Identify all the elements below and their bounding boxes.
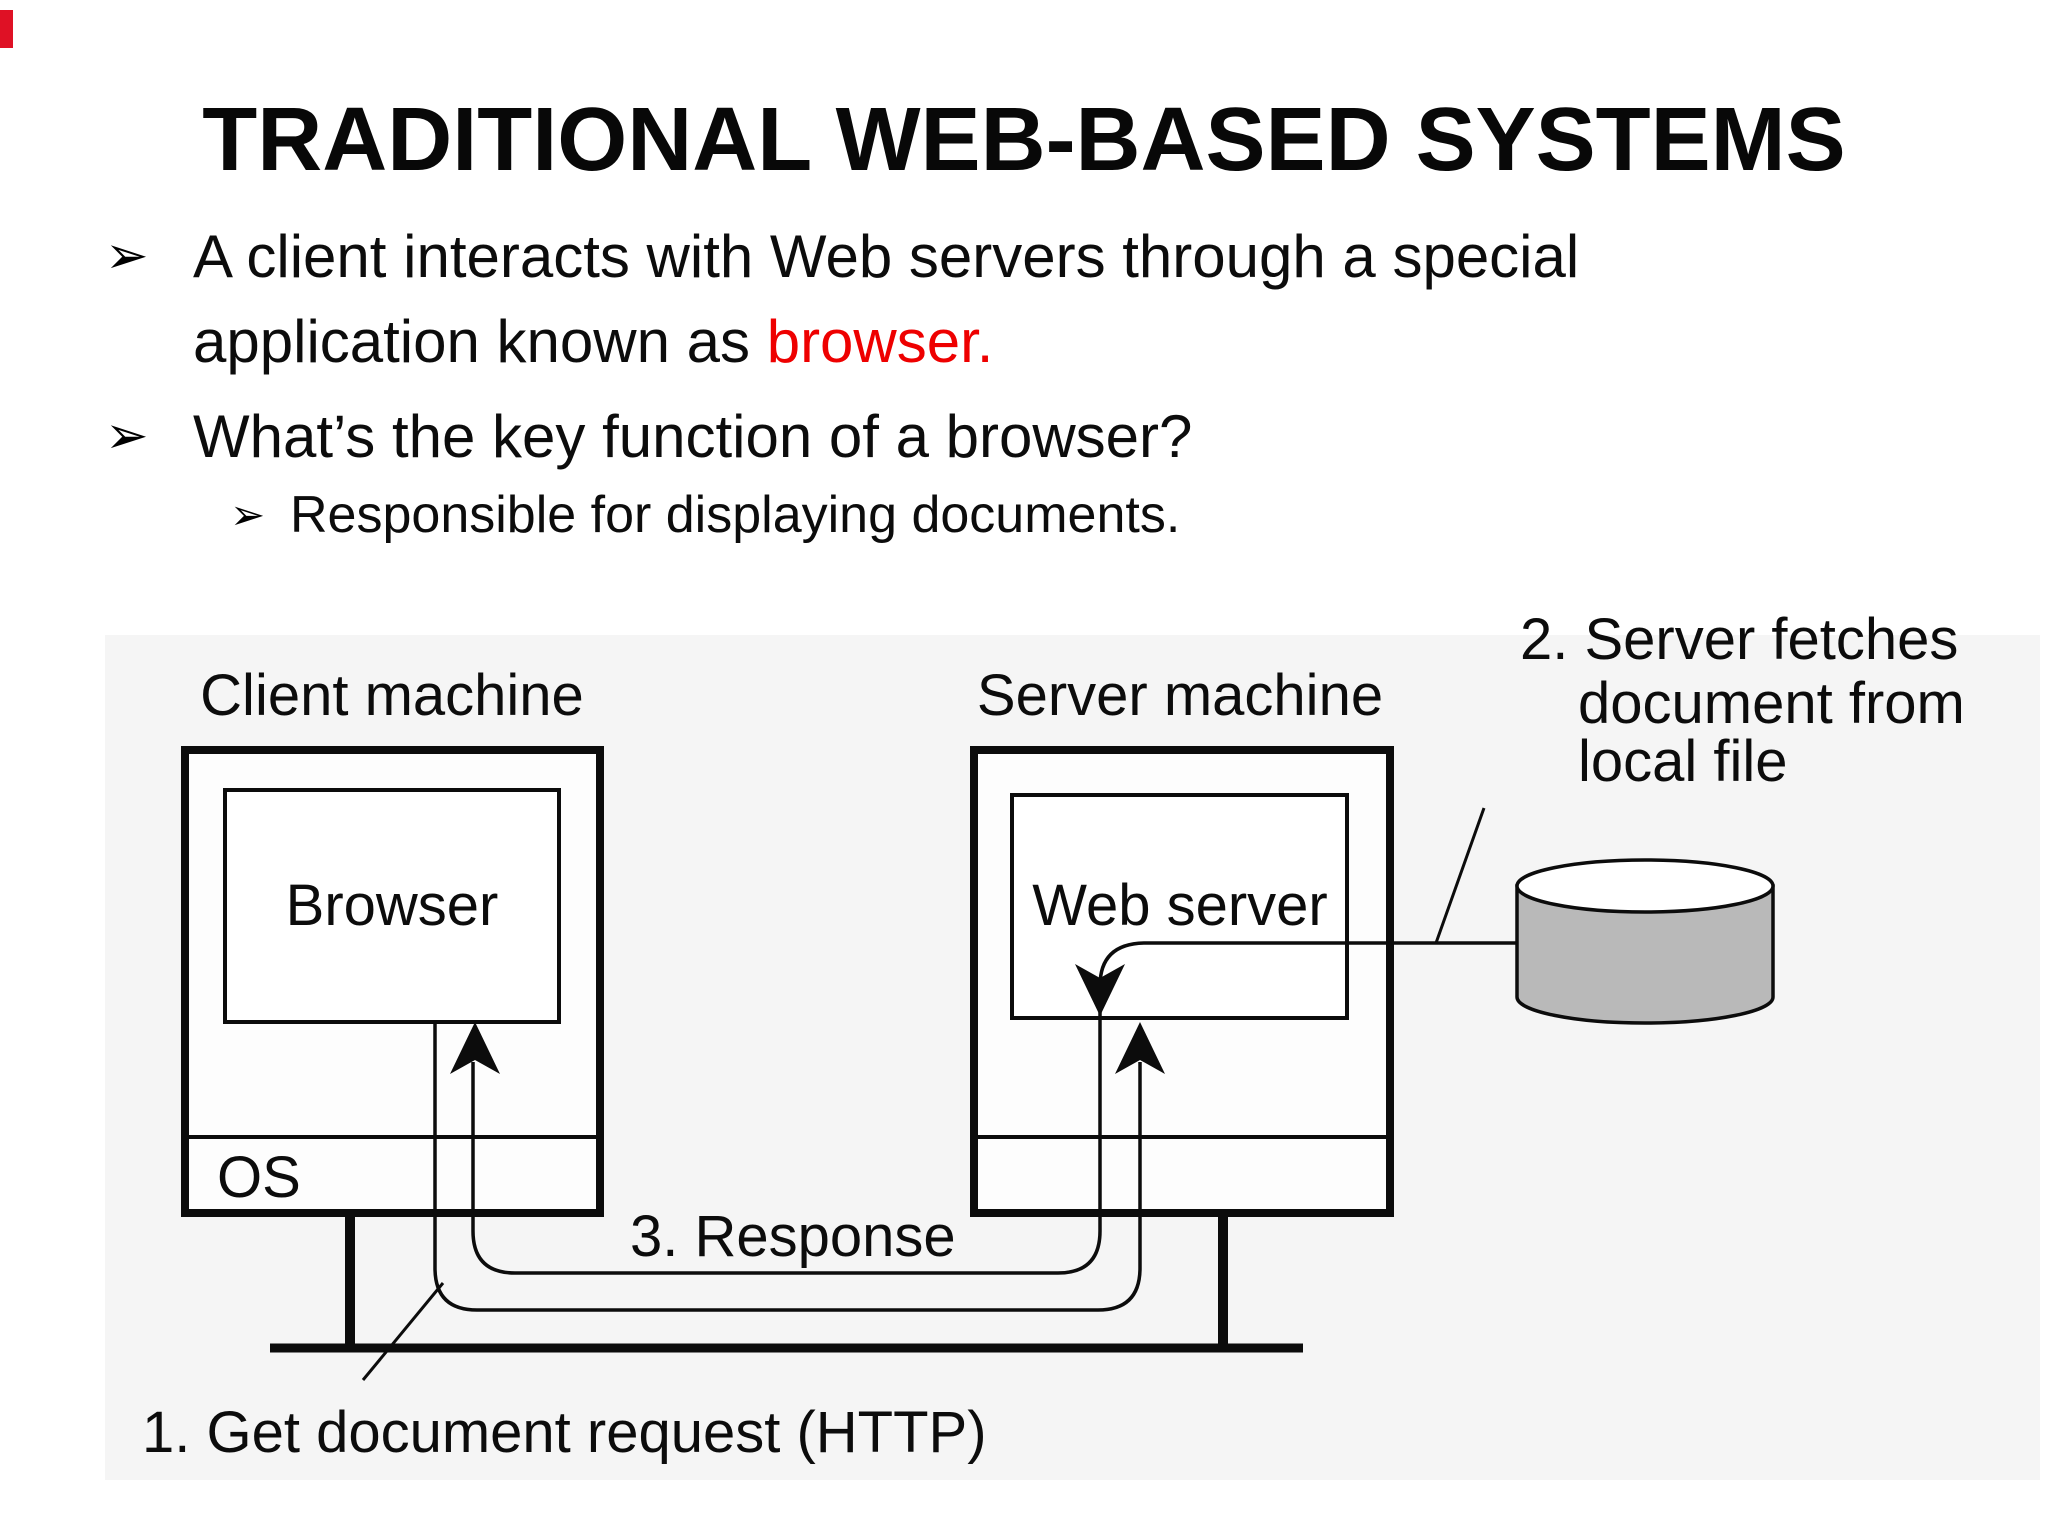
os-label: OS (217, 1145, 301, 1210)
red-corner-mark (0, 10, 13, 48)
annotation-fetch-line2: document from (1578, 671, 1965, 736)
server-machine-label: Server machine (977, 663, 1383, 728)
database-cylinder-body (1515, 884, 1775, 1025)
fetch-arrowhead-icon (1075, 964, 1125, 1016)
sub-bullet-1: ➢ Responsible for displaying documents. (230, 485, 1830, 545)
browser-label: Browser (286, 873, 499, 938)
request-callout-line (361, 1282, 445, 1381)
request-path (433, 1022, 1142, 1312)
bullet-2: ➢ What’s the key function of a browser? (105, 394, 1905, 479)
database-cylinder-top (1515, 858, 1775, 914)
web-server-box (1010, 793, 1349, 1020)
bullet-1-highlight: browser. (766, 308, 994, 375)
annotation-fetch-line3: local file (1578, 729, 1788, 794)
sub-bullet-1-text: Responsible for displaying documents. (290, 486, 1181, 544)
bullet-1-line-1: A client interacts with Web servers thro… (193, 223, 1580, 290)
bullet-1: ➢ A client interacts with Web servers th… (105, 214, 1905, 384)
annotation-fetch-line1: 2. Server fetches (1520, 607, 1958, 672)
fetch-callout-line (1434, 807, 1486, 944)
bullet-arrow-icon: ➢ (230, 491, 266, 538)
bullet-2-text: What’s the key function of a browser? (193, 403, 1193, 470)
web-server-label: Web server (1032, 873, 1327, 938)
request-arrowhead-icon (1115, 1022, 1165, 1074)
bullet-1-line-2: application known as (193, 308, 767, 375)
database-cylinder-icon (1515, 858, 1775, 1025)
bullet-arrow-icon: ➢ (105, 407, 149, 465)
browser-box (223, 788, 561, 1024)
response-path (471, 1012, 1102, 1275)
bullet-arrow-icon: ➢ (105, 227, 149, 285)
annotation-request: 1. Get document request (HTTP) (142, 1400, 987, 1465)
slide-title: TRADITIONAL WEB-BASED SYSTEMS (202, 90, 1846, 190)
bullet-1-text: A client interacts with Web servers thro… (193, 214, 1579, 384)
fetch-path (1098, 941, 1517, 987)
response-arrowhead-icon (450, 1022, 500, 1074)
annotation-response: 3. Response (630, 1204, 956, 1269)
client-machine-label: Client machine (200, 663, 584, 728)
